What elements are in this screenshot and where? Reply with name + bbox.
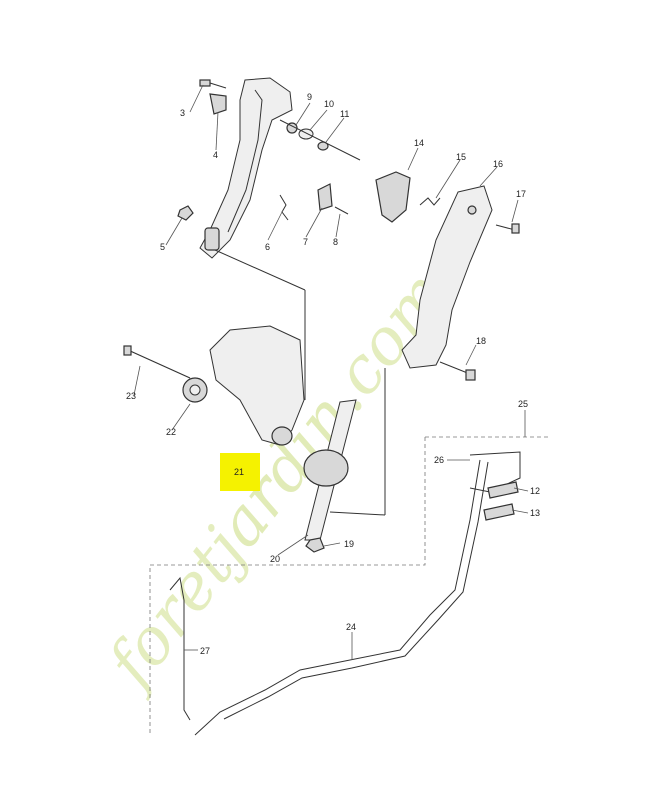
throttle-cable-24 [194,459,489,736]
callout-5: 5 [160,242,165,252]
trigger-14 [375,171,411,223]
bolt-18 [439,361,476,381]
callout-22: 22 [166,427,176,437]
callout-14: 14 [414,138,424,148]
screw-8 [334,206,349,215]
callout-10: 10 [324,99,334,109]
callout-24: 24 [346,622,356,632]
cable-27 [169,576,191,721]
svg-text:foretjardin.com: foretjardin.com [92,258,462,703]
clip-4 [209,93,227,115]
clip-12 [487,481,519,499]
spring-6 [279,194,289,221]
highlight-box-21 [220,453,260,491]
nut-5 [177,205,194,221]
callout-21: 21 [234,467,244,477]
callout-4: 4 [213,150,218,160]
callout-9: 9 [307,92,312,102]
callout-18: 18 [476,336,486,346]
watermark: foretjardin.com [92,258,462,703]
watermark-text-a: foretj [92,515,261,703]
screw-3 [199,79,227,89]
callout-17: 17 [516,189,526,199]
screw-17 [495,223,520,234]
callout-8: 8 [333,237,338,247]
callout-11: 11 [340,109,349,119]
clamp-housing [209,325,305,446]
callout-20: 20 [270,554,280,564]
clip-13 [483,503,515,521]
knob-22 [182,377,208,403]
group-25-box [149,436,550,735]
bolt-23 [123,345,191,379]
callout-26: 26 [434,455,444,465]
callout-23: 23 [126,391,136,401]
rear-handle-16 [401,185,493,369]
callout-27: 27 [200,646,210,656]
callout-19: 19 [344,539,354,549]
callout-15: 15 [456,152,466,162]
callout-16: 16 [493,159,503,169]
lever-7 [317,183,333,211]
spring-15 [419,197,441,206]
nut-19 [305,537,325,553]
callout-25: 25 [518,399,528,409]
callout-7: 7 [303,237,308,247]
upper-handle-bracket [199,77,293,259]
callout-13: 13 [530,508,540,518]
shaft-20 [303,399,357,541]
bracket-26 [469,451,521,493]
callout-3: 3 [180,108,185,118]
callout-6: 6 [265,242,270,252]
callout-12: 12 [530,486,540,496]
